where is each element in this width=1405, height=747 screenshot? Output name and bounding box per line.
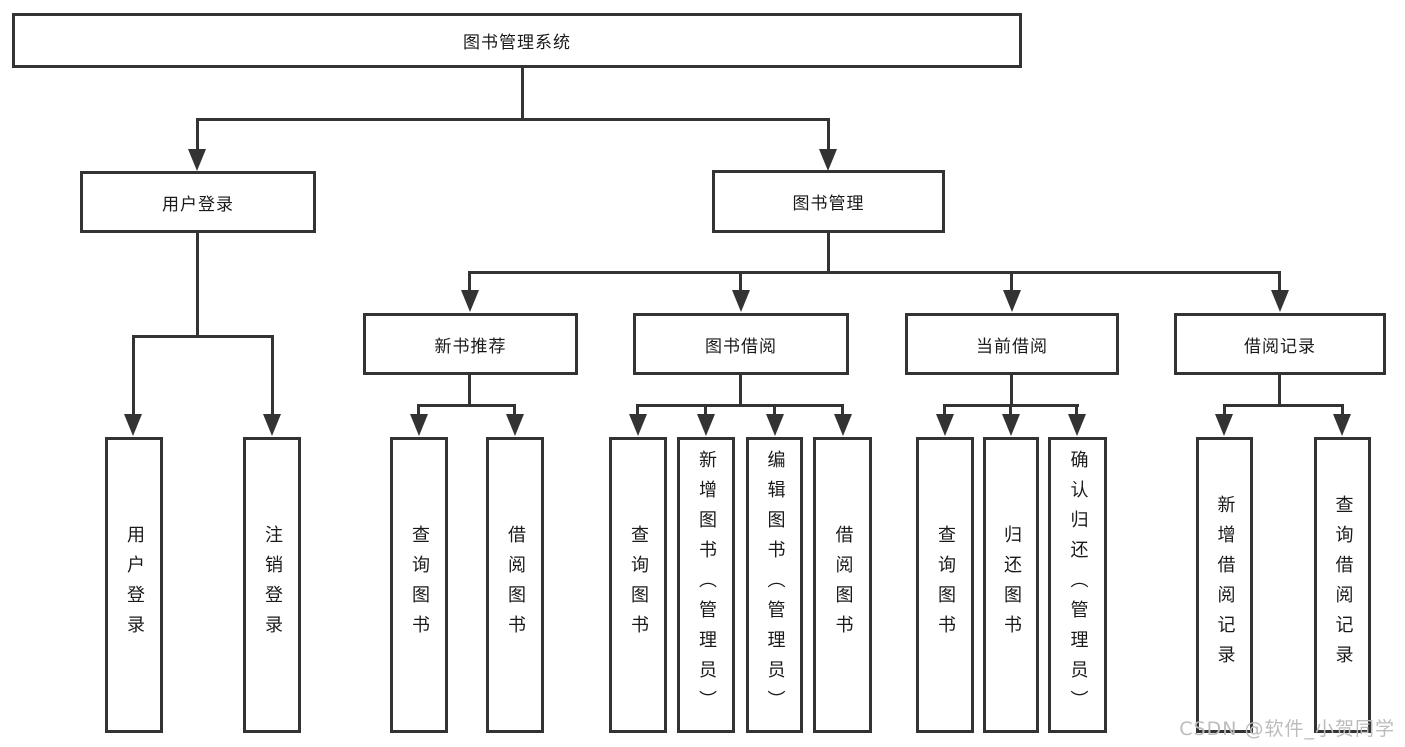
- arrowhead-user-login-icon: [188, 149, 206, 171]
- node-root-label: 图书管理系统: [463, 33, 571, 53]
- connector-book-management-stem: [827, 233, 830, 274]
- connector-to-leaf-g3-1: [636, 404, 639, 420]
- leaf-edit-books-admin-label: 编辑图书（管理员）: [764, 450, 786, 720]
- arrowhead-book-borrowing-icon: [732, 290, 750, 312]
- node-book-management-label: 图书管理: [792, 194, 865, 214]
- connector-book-borrowing-stem: [739, 375, 742, 407]
- arrowhead-leaf-logout-icon: [263, 414, 281, 436]
- arrowhead-leaf-g3-1-icon: [629, 414, 647, 436]
- connector-to-leaf-user-login: [132, 335, 135, 419]
- arrowhead-leaf-g5-2-icon: [1333, 414, 1351, 436]
- arrowhead-leaf-g4-3-icon: [1068, 414, 1086, 436]
- connector-book-borrowing-hline: [636, 404, 844, 407]
- connector-new-book-stem: [468, 375, 471, 407]
- connector-to-leaf-g4-2: [1009, 404, 1012, 420]
- node-root: 图书管理系统: [12, 13, 1022, 68]
- leaf-borrow-books-borrowing-label: 借阅图书: [832, 525, 854, 645]
- connector-to-borrow-records: [1278, 271, 1281, 297]
- arrowhead-leaf-g5-1-icon: [1215, 414, 1233, 436]
- leaf-borrow-books-recommend: 借阅图书: [486, 437, 544, 733]
- arrowhead-current-borrowing-icon: [1003, 290, 1021, 312]
- leaf-add-books-admin-label: 新增图书（管理员）: [696, 450, 717, 720]
- connector-to-leaf-g2-2: [513, 404, 516, 420]
- watermark: CSDN @软件_小贺同学: [1179, 718, 1395, 740]
- leaf-add-borrow-record-label: 新增借阅记录: [1214, 495, 1236, 675]
- leaf-return-books: 归还图书: [983, 437, 1039, 733]
- leaf-query-books-borrowing: 查询图书: [609, 437, 667, 733]
- leaf-add-borrow-record: 新增借阅记录: [1196, 437, 1253, 733]
- connector-to-leaf-logout: [271, 335, 274, 419]
- connector-to-book-borrowing: [739, 271, 742, 297]
- connector-to-new-book: [468, 271, 471, 297]
- arrowhead-leaf-g3-4-icon: [834, 414, 852, 436]
- connector-book-management-hline: [468, 271, 1281, 274]
- connector-current-borrowing-stem: [1010, 375, 1013, 407]
- leaf-user-login: 用户登录: [105, 437, 163, 733]
- leaf-query-borrow-record-label: 查询借阅记录: [1332, 495, 1354, 675]
- connector-to-leaf-g4-1: [943, 404, 946, 420]
- node-borrow-records: 借阅记录: [1174, 313, 1386, 375]
- node-borrow-records-label: 借阅记录: [1244, 336, 1316, 357]
- arrowhead-leaf-g3-3-icon: [766, 414, 784, 436]
- node-current-borrowing-label: 当前借阅: [976, 336, 1048, 357]
- connector-borrow-records-hline: [1223, 404, 1344, 407]
- connector-new-book-hline: [417, 404, 516, 407]
- arrowhead-leaf-g2-2-icon: [506, 414, 524, 436]
- connector-to-leaf-g3-3: [773, 404, 776, 420]
- node-new-book-recommend: 新书推荐: [363, 313, 578, 375]
- connector-borrow-records-stem: [1278, 375, 1281, 407]
- node-current-borrowing: 当前借阅: [905, 313, 1119, 375]
- connector-root-stem: [521, 68, 524, 120]
- arrowhead-leaf-g4-2-icon: [1002, 414, 1020, 436]
- arrowhead-new-book-icon: [461, 290, 479, 312]
- node-new-book-recommend-label: 新书推荐: [434, 336, 507, 357]
- leaf-borrow-books-borrowing: 借阅图书: [813, 437, 872, 733]
- connector-to-book-management: [827, 118, 830, 154]
- arrowhead-leaf-g4-1-icon: [936, 414, 954, 436]
- node-book-management: 图书管理: [712, 170, 945, 233]
- connector-to-leaf-g5-2: [1341, 404, 1344, 420]
- leaf-user-login-label: 用户登录: [124, 525, 145, 645]
- leaf-logout-label: 注销登录: [262, 525, 283, 645]
- arrowhead-leaf-user-login-icon: [124, 414, 142, 436]
- leaf-return-books-label: 归还图书: [1001, 525, 1022, 645]
- connector-to-leaf-g3-4: [841, 404, 844, 420]
- arrowhead-leaf-g3-2-icon: [697, 414, 715, 436]
- leaf-logout: 注销登录: [243, 437, 301, 733]
- node-user-login: 用户登录: [80, 171, 316, 233]
- connector-user-login-stem: [196, 233, 199, 337]
- connector-root-hline: [196, 118, 830, 121]
- leaf-query-books-borrowing-label: 查询图书: [628, 525, 649, 645]
- leaf-query-books-current-label: 查询图书: [935, 525, 956, 645]
- leaf-borrow-books-recommend-label: 借阅图书: [505, 525, 526, 645]
- arrowhead-borrow-records-icon: [1271, 290, 1289, 312]
- connector-to-leaf-g2-1: [417, 404, 420, 420]
- arrowhead-book-management-icon: [819, 149, 837, 171]
- leaf-query-books-recommend-label: 查询图书: [409, 525, 430, 645]
- connector-to-current-borrowing: [1010, 271, 1013, 297]
- leaf-add-books-admin: 新增图书（管理员）: [677, 437, 735, 733]
- arrowhead-leaf-g2-1-icon: [410, 414, 428, 436]
- connector-to-leaf-g3-2: [704, 404, 707, 420]
- connector-to-leaf-g5-1: [1223, 404, 1226, 420]
- leaf-confirm-return-admin: 确认归还（管理员）: [1048, 437, 1107, 733]
- node-user-login-label: 用户登录: [162, 194, 234, 215]
- node-book-borrowing: 图书借阅: [633, 313, 849, 375]
- leaf-query-borrow-record: 查询借阅记录: [1314, 437, 1371, 733]
- connector-user-login-hline: [132, 335, 274, 338]
- leaf-confirm-return-admin-label: 确认归还（管理员）: [1067, 450, 1089, 720]
- leaf-query-books-recommend: 查询图书: [390, 437, 448, 733]
- leaf-query-books-current: 查询图书: [916, 437, 974, 733]
- connector-to-user-login: [196, 118, 199, 154]
- node-book-borrowing-label: 图书借阅: [705, 336, 777, 357]
- connector-to-leaf-g4-3: [1075, 404, 1078, 420]
- leaf-edit-books-admin: 编辑图书（管理员）: [746, 437, 803, 733]
